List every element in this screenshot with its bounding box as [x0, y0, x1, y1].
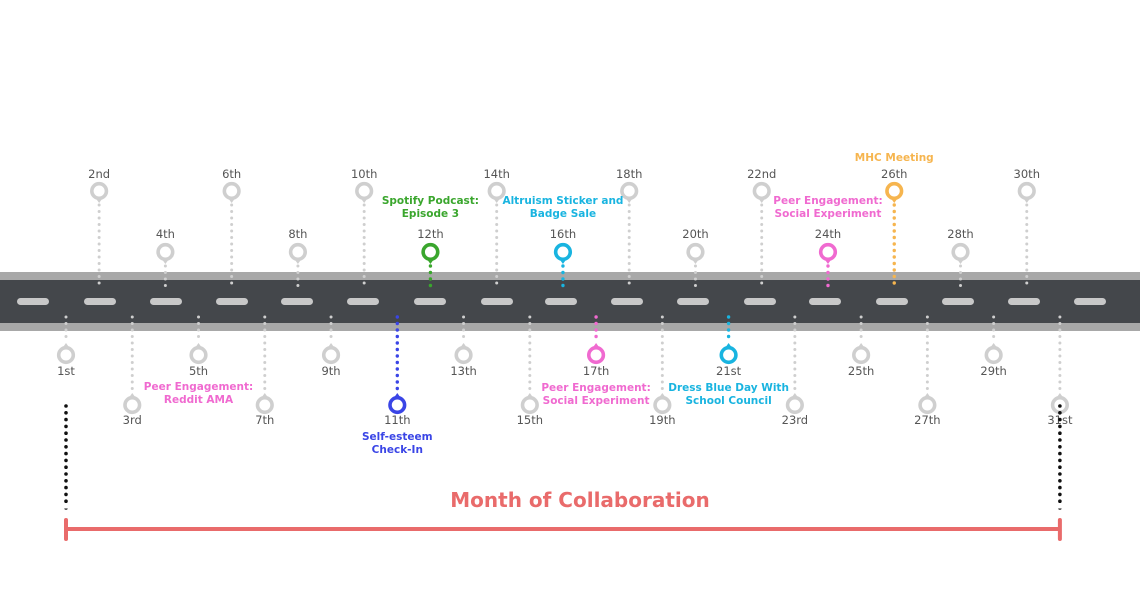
day-pin	[852, 345, 871, 365]
day-label: 5th	[189, 364, 208, 378]
day-pin	[255, 395, 274, 415]
month-title: Month of Collaboration	[450, 488, 709, 512]
event-caption: MHC Meeting	[855, 152, 934, 164]
day-label: 19th	[649, 413, 675, 427]
day-label: 6th	[222, 167, 241, 181]
day-label: 30th	[1014, 167, 1040, 181]
event-caption: Peer Engagement:	[541, 382, 650, 394]
day-label: 12th	[417, 227, 443, 241]
day-pin	[818, 242, 838, 262]
day-pin	[222, 181, 241, 201]
day-label: 15th	[517, 413, 543, 427]
event-caption: Social Experiment	[775, 208, 882, 220]
day-label: 8th	[288, 227, 307, 241]
day-pin	[752, 181, 771, 201]
lane-dash	[611, 298, 643, 305]
lane-dash	[1074, 298, 1106, 305]
day-label: 24th	[815, 227, 841, 241]
day-pin	[321, 345, 341, 365]
event-caption: School Council	[685, 395, 771, 407]
lane-dash	[150, 298, 182, 305]
day-pin	[885, 181, 904, 201]
lane-dash	[216, 298, 248, 305]
day-label: 4th	[156, 227, 175, 241]
lane-dash	[809, 298, 841, 305]
lane-dash	[677, 298, 709, 305]
day-pin	[388, 395, 407, 415]
day-pin	[553, 242, 573, 262]
day-pins: 1st 2nd 3rd 4th 5th 6th 7th 8th 9th 10th 11th 12th 1…	[56, 167, 1073, 427]
day-pin	[918, 395, 937, 415]
event-caption: Social Experiment	[543, 395, 650, 407]
lane-dash	[876, 298, 908, 305]
day-pin	[90, 181, 109, 201]
day-label: 7th	[255, 413, 274, 427]
day-label: 29th	[980, 364, 1006, 378]
day-label: 2nd	[88, 167, 110, 181]
day-pin	[355, 181, 374, 201]
day-pin	[620, 181, 639, 201]
event-caption: Altruism Sticker and	[502, 195, 623, 207]
day-label: 3rd	[123, 413, 142, 427]
event-caption: Reddit AMA	[164, 394, 234, 406]
day-pin	[1017, 181, 1036, 201]
day-pin	[653, 395, 672, 415]
day-pin	[984, 345, 1003, 365]
day-pin	[56, 345, 76, 365]
day-label: 18th	[616, 167, 642, 181]
day-label: 13th	[450, 364, 476, 378]
event-caption: Peer Engagement:	[773, 195, 882, 207]
day-label: 20th	[682, 227, 708, 241]
lane-dash	[1008, 298, 1040, 305]
day-pin	[719, 345, 738, 365]
day-pin	[487, 181, 506, 201]
event-caption: Spotify Podcast:	[382, 195, 479, 207]
day-pin	[686, 242, 705, 262]
day-pin	[123, 395, 142, 415]
lane-dash	[481, 298, 513, 305]
event-caption: Peer Engagement:	[144, 381, 253, 393]
day-label: 16th	[550, 227, 576, 241]
day-label: 27th	[914, 413, 940, 427]
lane-dash	[545, 298, 577, 305]
day-pin	[951, 242, 970, 262]
day-label: 26th	[881, 167, 907, 181]
lane-dash	[414, 298, 446, 305]
lane-dash	[942, 298, 974, 305]
day-label: 25th	[848, 364, 874, 378]
lane-dash	[17, 298, 49, 305]
day-label: 21st	[716, 364, 742, 378]
event-caption: Self-esteem	[362, 431, 433, 443]
day-label: 28th	[947, 227, 973, 241]
day-pin	[156, 242, 175, 262]
day-pin	[586, 345, 606, 365]
day-label: 11th	[384, 413, 410, 427]
day-label: 9th	[321, 364, 340, 378]
road	[0, 272, 1140, 331]
day-pin	[189, 345, 208, 365]
day-pin	[785, 395, 804, 415]
day-label: 14th	[483, 167, 509, 181]
event-caption: Dress Blue Day With	[668, 382, 789, 394]
day-label: 1st	[57, 364, 75, 378]
lane-dash	[744, 298, 776, 305]
day-pin	[520, 395, 539, 415]
day-label: 23rd	[782, 413, 808, 427]
day-label: 10th	[351, 167, 377, 181]
day-label: 17th	[583, 364, 609, 378]
month-range: Month of Collaboration	[64, 404, 1062, 541]
day-label: 22nd	[747, 167, 776, 181]
day-pin	[288, 242, 308, 262]
lane-dash	[281, 298, 313, 305]
day-pin	[421, 242, 440, 262]
event-caption: Check-In	[372, 444, 423, 456]
event-caption: Badge Sale	[530, 208, 596, 220]
lane-dash	[84, 298, 116, 305]
event-caption: Episode 3	[402, 208, 459, 220]
lane-dash	[347, 298, 379, 305]
day-pin	[454, 345, 473, 365]
